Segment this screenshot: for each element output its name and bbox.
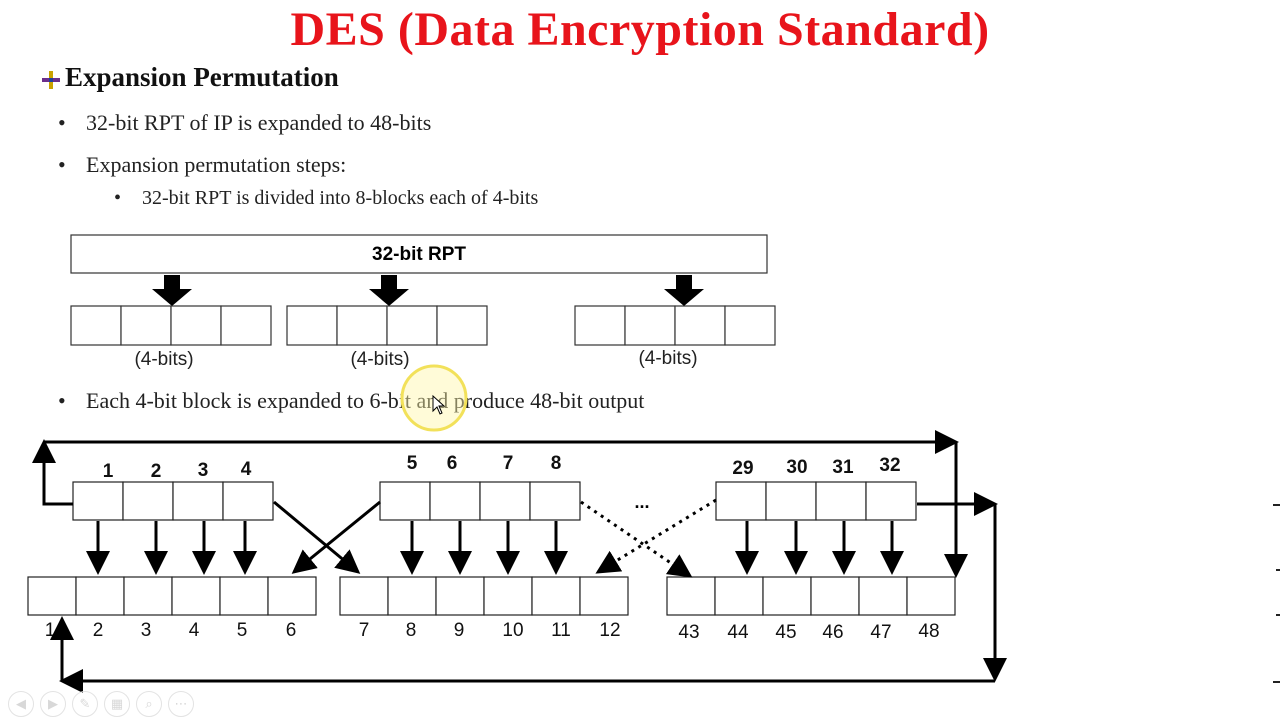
bullet-item: •32-bit RPT of IP is expanded to 48-bits	[58, 110, 432, 135]
dotted-mapping-arrows	[580, 498, 717, 578]
output-bit-label: 7	[359, 620, 370, 641]
input-bit-label: 1	[103, 461, 114, 482]
input-bit-label: 3	[198, 460, 209, 481]
slide-viewer-controls: ◀ ▶ ✎ ▦ ⌕ ⋯	[8, 691, 194, 717]
nibble-block	[286, 305, 488, 346]
sub-bullet-item: •32-bit RPT is divided into 8-blocks eac…	[114, 187, 539, 209]
output-bit-label: 46	[822, 622, 843, 643]
nibble-block	[70, 305, 272, 346]
input-bit-label: 30	[786, 457, 807, 478]
bullet-item: •Each 4-bit block is expanded to 6-bit a…	[58, 388, 645, 413]
output-bit-label: 2	[93, 620, 104, 641]
output-bit-numbers: 1 2 3 4 5 6 7 8 9 10 11 12 43 44 45 46 4…	[45, 620, 940, 643]
output-bit-label: 47	[870, 622, 891, 643]
more-icon[interactable]: ⋯	[168, 691, 194, 717]
down-arrow-icon	[152, 275, 192, 306]
zoom-icon[interactable]: ⌕	[136, 691, 162, 717]
nibble-block	[574, 305, 776, 346]
block-size-label: (4-bits)	[134, 349, 193, 370]
input-bit-label: 5	[407, 453, 418, 474]
output-bit-label: 44	[727, 622, 749, 643]
input-bit-label: 6	[447, 453, 458, 474]
arrow-bullet-icon	[40, 67, 62, 89]
output-bit-label: 5	[237, 620, 248, 641]
block-size-label: (4-bits)	[350, 349, 409, 370]
input-blocks	[72, 481, 917, 521]
input-bit-label: 32	[879, 455, 900, 476]
block-size-label: (4-bits)	[638, 348, 697, 369]
wraparound-arrows	[32, 430, 1007, 693]
rpt-bar	[70, 234, 768, 274]
input-bit-label: 4	[241, 459, 252, 480]
input-bit-label: 7	[503, 453, 514, 474]
output-bit-label: 12	[599, 620, 620, 641]
back-icon[interactable]: ◀	[8, 691, 34, 717]
cross-mapping-arrows	[273, 500, 381, 574]
slide-title: DES (Data Encryption Standard)	[290, 3, 990, 56]
input-bit-numbers: 1 2 3 4 5 6 7 8 29 30 31 32	[103, 453, 901, 482]
mouse-pointer-icon	[432, 394, 446, 415]
rpt-diagram: 32-bit RPT (4-bits) (4-bits) (4	[70, 234, 776, 370]
output-bit-label: 45	[775, 622, 796, 643]
input-bit-label: 8	[551, 453, 562, 474]
input-bit-label: 2	[151, 461, 162, 482]
ellipsis: ...	[634, 492, 649, 512]
down-arrow-icon	[369, 275, 409, 306]
output-bit-label: 48	[918, 621, 939, 642]
down-arrow-icon	[664, 275, 704, 306]
output-bit-label: 1	[45, 620, 56, 641]
output-bit-label: 3	[141, 620, 152, 641]
input-bit-label: 31	[832, 457, 854, 478]
bullet-item: •Expansion permutation steps:	[58, 152, 347, 177]
offscreen-edge-marks	[1273, 504, 1280, 683]
section-heading: Expansion Permutation	[40, 62, 339, 93]
section-heading-text: Expansion Permutation	[65, 62, 339, 92]
output-bit-label: 43	[678, 622, 699, 643]
output-bit-label: 8	[406, 620, 417, 641]
output-bit-label: 11	[551, 620, 571, 641]
output-bit-label: 9	[454, 620, 465, 641]
forward-icon[interactable]: ▶	[40, 691, 66, 717]
input-bit-label: 29	[732, 458, 753, 479]
cursor-highlight	[400, 364, 468, 432]
pen-icon[interactable]: ✎	[72, 691, 98, 717]
slides-icon[interactable]: ▦	[104, 691, 130, 717]
output-blocks	[27, 576, 956, 616]
output-bit-label: 10	[502, 620, 523, 641]
output-bit-label: 6	[286, 620, 297, 641]
output-bit-label: 4	[189, 620, 200, 641]
rpt-bar-label: 32-bit RPT	[372, 244, 466, 265]
vertical-mapping-arrows	[86, 521, 904, 575]
